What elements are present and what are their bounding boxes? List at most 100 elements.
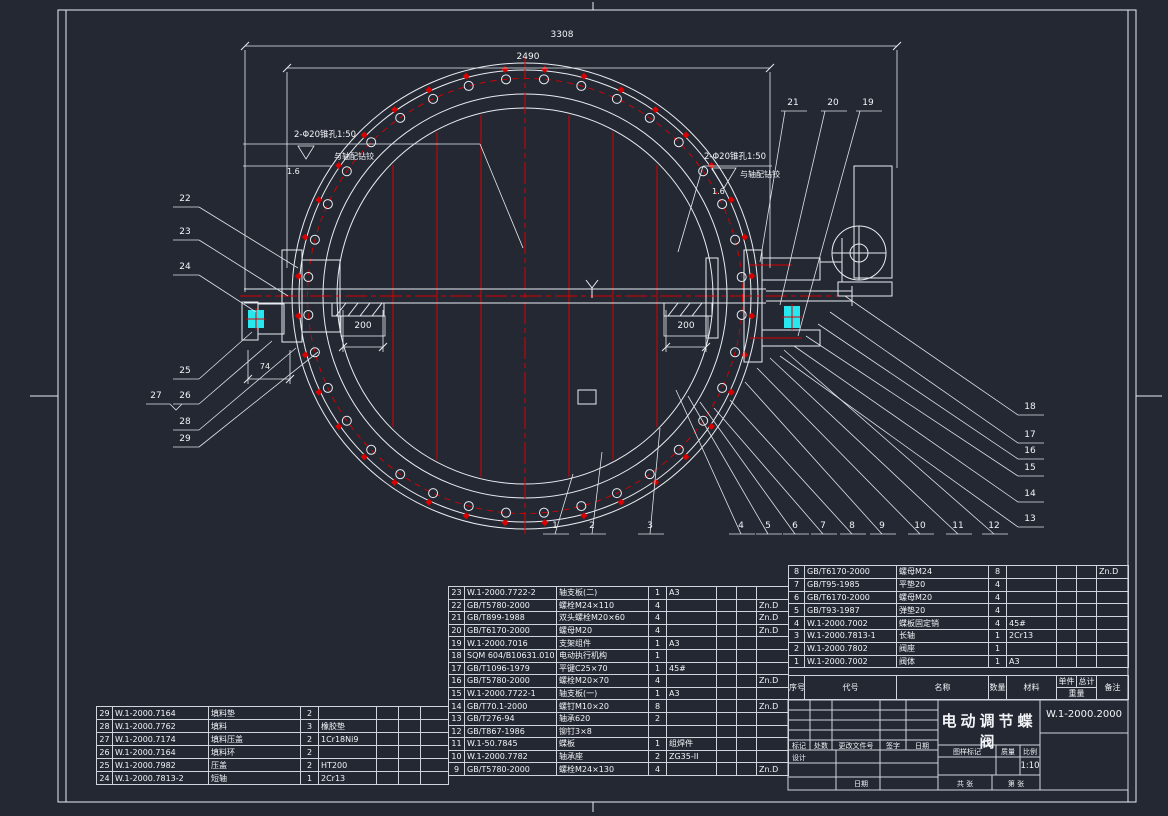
table-cell: 螺栓M20×70 <box>556 674 649 688</box>
table-cell <box>716 648 737 663</box>
table-cell: GB/T5780-2000 <box>464 598 557 613</box>
table-cell <box>716 598 737 613</box>
table-cell: 阀座 <box>896 641 989 656</box>
table-cell <box>756 636 789 650</box>
header-code: 代号 <box>804 675 897 700</box>
table-cell <box>398 771 421 785</box>
table-cell <box>1076 590 1097 605</box>
table-cell: 轴支板(一) <box>556 686 649 701</box>
table-cell: 螺母M20 <box>556 623 649 638</box>
table-cell: 23 <box>448 586 465 600</box>
roughness-right: 1.6 <box>712 187 725 196</box>
table-cell <box>1076 654 1097 669</box>
table-cell: 18 <box>448 648 465 663</box>
header-name: 名称 <box>896 675 989 700</box>
callout-number: 24 <box>179 262 191 272</box>
dim-overall-label: 3308 <box>550 30 574 40</box>
table-cell: 8 <box>988 565 1007 579</box>
table-cell: W.1-2000.7722-1 <box>464 686 557 701</box>
table-cell: 27 <box>96 732 113 746</box>
callout-number: 19 <box>862 98 874 108</box>
table-cell: A3 <box>666 686 717 701</box>
table-cell <box>736 749 757 764</box>
table-cell: Zn.D <box>756 598 789 613</box>
table-cell: 45# <box>1006 616 1057 630</box>
table-cell <box>716 749 737 764</box>
table-cell: 1 <box>648 661 667 676</box>
table-cell: 轴支板(二) <box>556 586 649 600</box>
table-cell <box>1076 628 1097 643</box>
table-cell <box>1056 654 1077 669</box>
table-cell <box>716 724 737 739</box>
callout-number: 29 <box>179 434 191 444</box>
header-total: 总计 <box>1076 675 1097 688</box>
table-cell <box>736 661 757 676</box>
table-cell: W.1-2000.7016 <box>464 636 557 650</box>
table-cell: 1 <box>648 648 667 663</box>
table-cell <box>318 745 377 759</box>
table-cell: 轴承座 <box>556 749 649 764</box>
table-cell: 蝶板固定销 <box>896 616 989 630</box>
taper-hole-note-left: 2-Φ20锥孔1:50 <box>294 130 357 140</box>
table-cell: 填料压盖 <box>208 732 301 746</box>
table-cell: 1 <box>788 654 805 669</box>
table-cell <box>398 732 421 746</box>
table-cell <box>716 699 737 713</box>
callout-number: 8 <box>849 521 855 531</box>
table-cell <box>376 771 399 785</box>
scale-value: 1:10 <box>1020 761 1040 771</box>
table-cell: 19 <box>448 636 465 650</box>
table-cell <box>736 674 757 688</box>
table-cell: 13 <box>448 711 465 726</box>
table-cell <box>736 699 757 713</box>
table-cell <box>1096 628 1129 643</box>
table-cell <box>376 706 399 720</box>
table-cell: 8 <box>648 699 667 713</box>
table-cell: 4 <box>648 598 667 613</box>
table-cell: 2 <box>300 732 319 746</box>
table-cell <box>1076 577 1097 592</box>
table-cell: 螺钉M10×20 <box>556 699 649 713</box>
table-cell <box>420 719 449 733</box>
table-cell <box>1096 590 1129 605</box>
table-cell: Zn.D <box>756 699 789 713</box>
table-cell <box>736 611 757 625</box>
table-cell <box>1076 616 1097 630</box>
table-cell: 支架组件 <box>556 636 649 650</box>
table-cell: 填料环 <box>208 745 301 759</box>
table-cell: GB/T867-1986 <box>464 724 557 739</box>
table-cell <box>716 711 737 726</box>
tb-scale-label: 比例 <box>1023 748 1037 756</box>
table-cell: 1 <box>300 771 319 785</box>
table-cell: 螺母M24 <box>896 565 989 579</box>
table-cell <box>1006 603 1057 618</box>
table-cell <box>1096 654 1129 669</box>
table-cell: 9 <box>448 762 465 776</box>
table-cell <box>1006 577 1057 592</box>
table-cell <box>420 758 449 772</box>
table-cell <box>318 706 377 720</box>
table-cell: 4 <box>988 577 1007 592</box>
tb-sheet-no-label: 第 张 <box>1007 780 1025 788</box>
table-cell: HT200 <box>318 758 377 772</box>
callout-number: 3 <box>647 521 653 531</box>
table-cell <box>716 686 737 701</box>
table-cell <box>716 586 737 600</box>
header-unit: 单件 <box>1056 675 1077 688</box>
table-cell <box>1076 565 1097 579</box>
table-cell: 24 <box>96 771 113 785</box>
table-cell: 轴承620 <box>556 711 649 726</box>
table-cell <box>398 706 421 720</box>
table-cell: 电动执行机构 <box>556 648 649 663</box>
table-cell: GB/T6170-2000 <box>804 565 897 579</box>
